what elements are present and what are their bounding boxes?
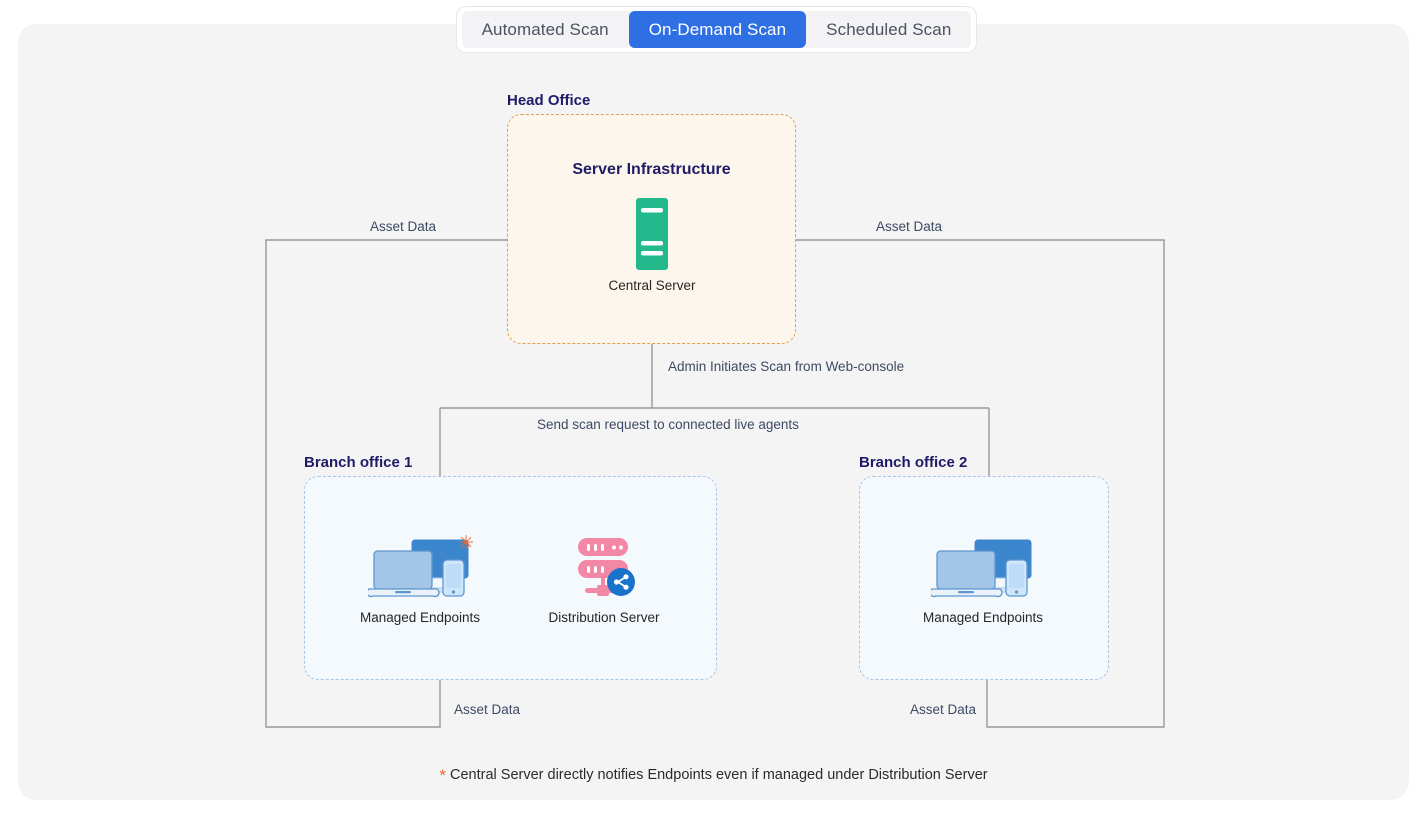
managed-endpoints-2-caption: Managed Endpoints	[922, 610, 1044, 625]
tab-automated-scan[interactable]: Automated Scan	[462, 11, 629, 48]
devices-icon	[903, 528, 1063, 604]
managed-endpoints-1-caption: Managed Endpoints	[359, 610, 481, 625]
footnote-asterisk-icon: *	[439, 766, 447, 785]
node-managed-endpoints-2[interactable]: Managed Endpoints	[903, 528, 1063, 625]
branch-office-2-label: Branch office 2	[859, 454, 968, 471]
label-asset-data-branch2: Asset Data	[905, 702, 982, 717]
node-managed-endpoints-1[interactable]: ✳ Managed Endpoints	[340, 528, 500, 626]
devices-icon: ✳	[340, 528, 500, 604]
server-icon	[572, 196, 732, 272]
label-asset-data-left: Asset Data	[365, 219, 442, 234]
label-admin-initiates-scan: Admin Initiates Scan from Web-console	[663, 359, 910, 374]
tab-on-demand-scan[interactable]: On-Demand Scan	[628, 11, 807, 48]
tab-scheduled-scan[interactable]: Scheduled Scan	[806, 11, 971, 48]
distribution-server-icon	[524, 528, 684, 604]
node-central-server[interactable]: Central Server	[572, 196, 732, 293]
asterisk-icon: ✳	[458, 532, 474, 554]
scan-mode-tabbar: Automated Scan On-Demand Scan Scheduled …	[456, 6, 977, 53]
node-distribution-server[interactable]: Distribution Server	[524, 528, 684, 625]
segmented-control: Automated Scan On-Demand Scan Scheduled …	[461, 11, 972, 48]
server-infrastructure-title: Server Infrastructure	[572, 161, 731, 178]
label-send-scan-request: Send scan request to connected live agen…	[532, 417, 804, 432]
footnote: *Central Server directly notifies Endpoi…	[0, 766, 1427, 786]
label-asset-data-right: Asset Data	[871, 219, 948, 234]
label-asset-data-branch1: Asset Data	[449, 702, 526, 717]
distribution-server-caption: Distribution Server	[548, 610, 660, 625]
head-office-label: Head Office	[507, 92, 591, 109]
central-server-caption: Central Server	[608, 278, 696, 293]
branch-office-1-label: Branch office 1	[304, 454, 413, 471]
footnote-text: Central Server directly notifies Endpoin…	[450, 767, 988, 783]
